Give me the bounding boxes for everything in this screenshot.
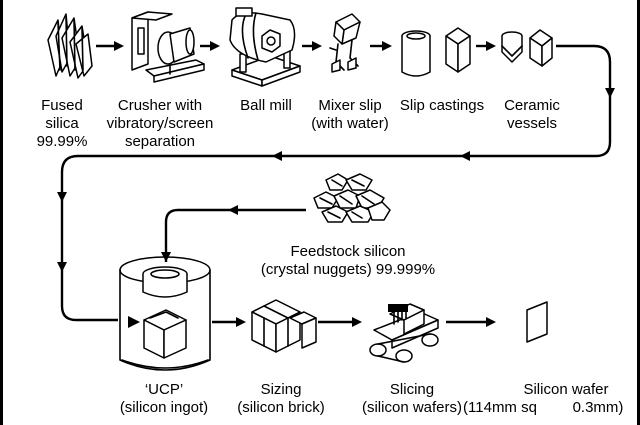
label-sizing-2: (silicon brick) <box>237 399 325 416</box>
label-slip-castings: Slip castings <box>400 97 484 114</box>
label-mixer-1: Mixer slip <box>318 97 381 114</box>
label-wafer-2: (114mm sq <box>463 399 537 416</box>
fused-silica-icon <box>47 13 93 79</box>
label-slicing-2: (silicon wafers) <box>362 399 462 416</box>
crusher-icon <box>131 11 205 83</box>
label-wafer-1: Silicon wafer <box>523 381 608 398</box>
label-ceramic-vessels-2: vessels <box>507 115 557 132</box>
label-feedstock-2: (crystal nuggets) 99.999% <box>261 261 435 278</box>
slip-castings-icon <box>401 27 471 77</box>
flow-arrows <box>57 41 615 328</box>
feedstock-nuggets-icon <box>313 173 391 223</box>
label-feedstock-1: Feedstock silicon <box>290 243 405 260</box>
label-ball-mill: Ball mill <box>240 97 292 114</box>
label-fused-silica-3: 99.99% <box>37 133 88 150</box>
arrow-return-path <box>60 44 612 322</box>
label-crusher-2: vibratory/screen <box>107 115 214 132</box>
ball-mill-icon <box>229 7 301 87</box>
labels: Fused silica 99.99% Crusher with vibrato… <box>37 97 624 416</box>
mixer-icon <box>329 13 361 73</box>
label-ceramic-vessels-1: Ceramic <box>504 97 560 114</box>
label-ucp-1: ‘UCP’ <box>145 381 183 398</box>
label-slicing-1: Slicing <box>390 381 434 398</box>
label-sizing-1: Sizing <box>261 381 302 398</box>
label-fused-silica-2: silica <box>45 115 79 132</box>
silicon-wafer-icon <box>526 301 548 343</box>
label-fused-silica-1: Fused <box>41 97 83 114</box>
label-ucp-2: (silicon ingot) <box>120 399 208 416</box>
arrow-feedstock-to-ucp <box>164 208 306 262</box>
ucp-furnace-icon <box>119 256 211 371</box>
slicing-machine-icon <box>369 303 439 363</box>
label-wafer-3: 0.3mm) <box>573 399 624 416</box>
label-crusher-3: separation <box>125 133 195 150</box>
label-crusher-1: Crusher with <box>118 97 202 114</box>
label-mixer-2: (with water) <box>311 115 389 132</box>
ceramic-vessels-icon <box>501 29 553 67</box>
sizing-brick-icon <box>251 299 317 353</box>
